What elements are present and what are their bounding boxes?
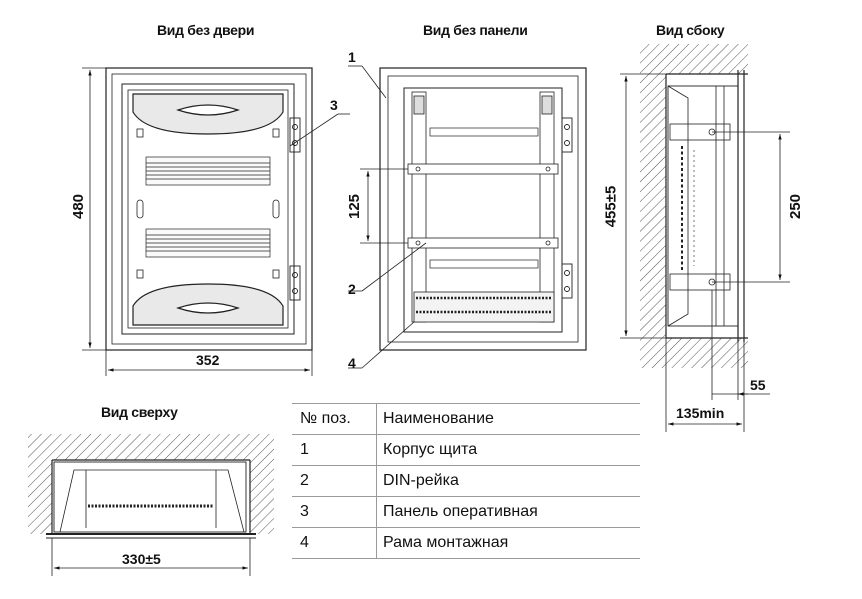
title-view-without-door: Вид без двери <box>157 22 255 38</box>
dim-spacing-125 <box>360 168 408 244</box>
callout-2: 2 <box>348 281 356 297</box>
top-wall-hatch <box>28 434 274 460</box>
legend-table: № поз. Наименование 1 Корпус щита 2 DIN-… <box>292 403 640 559</box>
frame-posts <box>411 91 555 323</box>
panel-hinges <box>561 117 573 299</box>
din-rail-2 <box>407 237 559 249</box>
leader-2 <box>361 242 427 292</box>
dim-label-125: 125 <box>346 193 364 220</box>
leader-4 <box>361 321 415 369</box>
side-slots <box>136 128 280 279</box>
dim-rail-250 <box>712 131 790 283</box>
view-without-panel <box>348 65 587 369</box>
view-without-door <box>82 67 350 376</box>
legend-name: Панель оперативная <box>376 496 640 528</box>
dim-depth-135 <box>665 338 745 432</box>
dim-label-55: 55 <box>750 377 766 393</box>
bottom-cover-oval <box>176 302 240 314</box>
hinges <box>289 117 301 301</box>
top-cover-oval <box>176 104 240 116</box>
legend-pos: 3 <box>292 496 377 528</box>
dim-label-330: 330±5 <box>122 551 161 567</box>
legend-pos: 1 <box>292 434 377 466</box>
dim-label-135min: 135min <box>676 405 725 421</box>
rail-strip-lower <box>145 228 271 258</box>
dim-height-480 <box>82 67 106 351</box>
callout-4: 4 <box>348 355 356 371</box>
legend-pos: 4 <box>292 527 377 559</box>
rail-strip-upper <box>145 156 271 186</box>
callout-1: 1 <box>348 49 356 65</box>
legend-header-pos: № поз. <box>292 403 377 435</box>
title-view-top: Вид сверху <box>101 404 178 420</box>
dim-width-352 <box>105 350 313 376</box>
cabinet-body <box>379 67 587 351</box>
dim-depth-55 <box>711 290 770 400</box>
wall-hatch-bottom <box>640 338 748 368</box>
legend-header-row: № поз. Наименование <box>292 403 640 435</box>
side-terminals <box>681 146 695 270</box>
legend-name: DIN-рейка <box>376 465 640 497</box>
wall-hatch-side <box>640 74 666 338</box>
leader-1 <box>361 65 387 99</box>
legend-row: 3 Панель оперативная <box>292 496 640 528</box>
callout-3: 3 <box>330 97 338 113</box>
dim-label-250: 250 <box>787 193 805 220</box>
legend-name: Корпус щита <box>376 434 640 466</box>
view-top <box>28 434 274 576</box>
dim-height-455 <box>620 73 666 339</box>
wall-hatch-top <box>640 44 748 74</box>
title-view-without-panel: Вид без панели <box>423 22 528 38</box>
leader-3 <box>289 113 339 147</box>
view-side <box>620 44 790 432</box>
dim-label-455: 455±5 <box>602 185 620 228</box>
top-body <box>53 461 247 533</box>
dim-label-480: 480 <box>70 193 88 220</box>
legend-name: Рама монтажная <box>376 527 640 559</box>
legend-row: 2 DIN-рейка <box>292 465 640 497</box>
terminal-block <box>413 291 555 323</box>
din-rail-1 <box>407 163 559 175</box>
dim-top-330 <box>51 538 251 576</box>
dim-label-352: 352 <box>196 352 220 368</box>
title-view-side: Вид сбоку <box>656 22 725 38</box>
legend-row: 4 Рама монтажная <box>292 527 640 559</box>
cabinet-outer-frame <box>105 67 313 351</box>
legend-pos: 2 <box>292 465 377 497</box>
legend-row: 1 Корпус щита <box>292 434 640 466</box>
legend-header-name: Наименование <box>376 403 640 435</box>
